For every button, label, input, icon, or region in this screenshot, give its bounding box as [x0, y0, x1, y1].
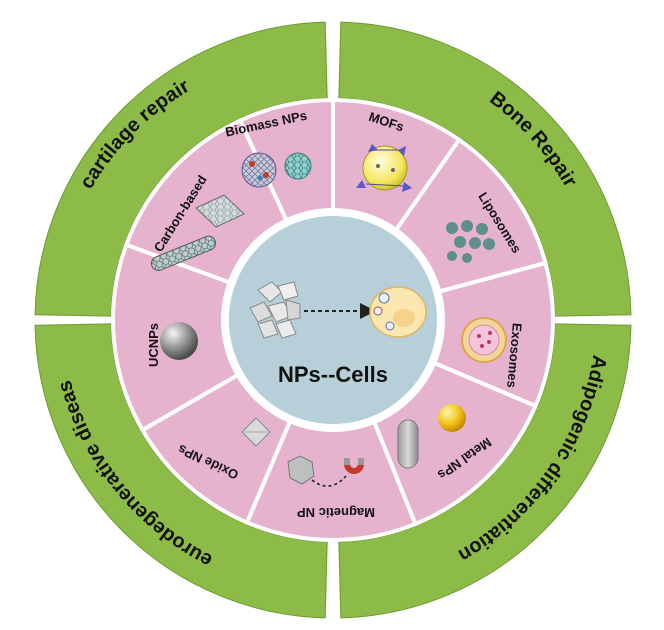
segment-label-exosomes: Exosomes	[504, 322, 525, 388]
ucnp-sphere-icon	[160, 322, 198, 360]
exosome-icon	[461, 317, 507, 363]
magnetic-np-icon	[287, 455, 364, 487]
carbon-nanomaterial-icon	[150, 194, 245, 271]
mof-crystal-icon	[356, 144, 412, 192]
metal-nps-icon	[397, 404, 466, 469]
biomass-particles-icon	[241, 152, 312, 188]
segment-label-magnetic: Magnetic NP	[297, 505, 375, 520]
segment-label-ucnps: UCNPs	[146, 323, 161, 367]
liposomes-icon	[446, 220, 495, 263]
outer-ring	[34, 21, 632, 619]
nanoparticle-cluster-icon	[249, 281, 301, 339]
center-title: NPs--Cells	[278, 362, 388, 387]
oxide-np-icon	[241, 417, 271, 447]
cell-icon	[369, 286, 427, 338]
center-hub: NPs--Cells	[223, 210, 443, 430]
segment-icons	[150, 144, 507, 487]
